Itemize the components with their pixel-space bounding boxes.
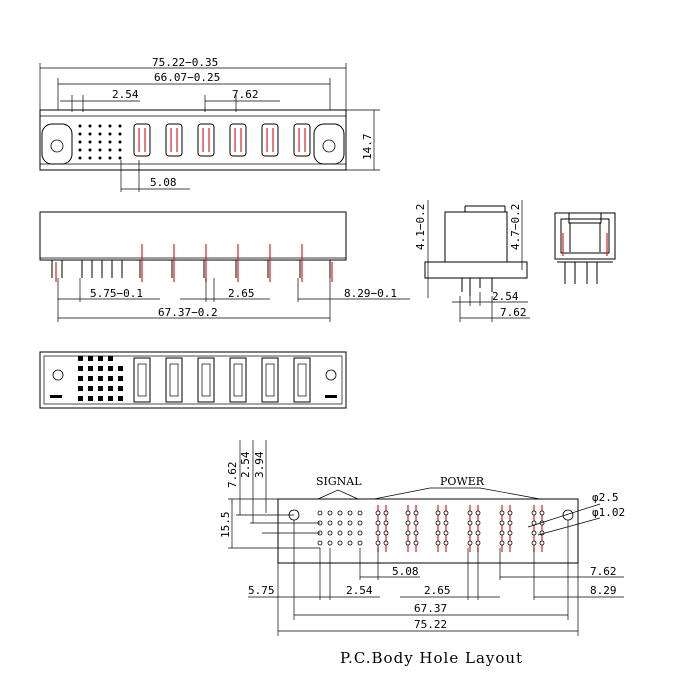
pcb-signal-holes (317, 510, 363, 546)
dim-right-offset: 8.29−0.1 (344, 287, 397, 300)
dim-265: 2.65 (424, 584, 451, 597)
end-view (554, 212, 616, 284)
dim-side-pitch-small: 2.54 (492, 290, 519, 303)
dim-height: 14.7 (361, 134, 374, 161)
dim-total: 67.37−0.2 (158, 306, 218, 319)
top-view: 75.22−0.35 66.07−0.25 2.54 7.62 (39, 56, 380, 192)
dim-left-offset: 5.75−0.1 (90, 287, 143, 300)
dim-offset-508: 5.08 (150, 176, 177, 189)
dim-dia-large: φ2.5 (592, 491, 619, 504)
dim-v-762: 7.62 (226, 462, 239, 489)
front-red-contacts (55, 244, 333, 282)
dim-pin-span: 66.07−0.25 (154, 71, 220, 84)
dim-v-254: 2.54 (239, 451, 252, 478)
top-body-outline (39, 109, 347, 171)
dim-mid-pitch: 2.65 (228, 287, 255, 300)
dim-762: 7.62 (590, 565, 617, 578)
side-view: 4.1−0.2 4.7−0.2 2.54 7.62 (414, 200, 530, 322)
bottom-hole-right (325, 369, 337, 381)
dim-side-height-right: 4.7−0.2 (509, 204, 522, 250)
mount-hole-left (50, 139, 64, 153)
dim-7522: 75.22 (414, 618, 447, 631)
pcb-power-holes (375, 505, 545, 552)
dim-signal-pitch: 2.54 (112, 88, 139, 101)
front-view: 5.75−0.1 2.65 8.29−0.1 67.37−0.2 (39, 211, 410, 322)
front-pins (51, 260, 331, 278)
signal-pin-grid (78, 124, 122, 160)
power-contacts-top (133, 123, 311, 157)
pcb-outline (277, 498, 579, 564)
dim-6737: 67.37 (414, 602, 447, 615)
dim-dia-small: φ1.02 (592, 506, 625, 519)
pcb-hole-layout: SIGNAL POWER 7.62 2.54 3.94 15.5 φ2.5 φ1… (219, 440, 625, 667)
label-signal: SIGNAL (316, 475, 362, 488)
dim-254: 2.54 (346, 584, 373, 597)
dim-power-pitch: 7.62 (232, 88, 259, 101)
dim-575: 5.75 (248, 584, 275, 597)
mount-hole-right (322, 139, 336, 153)
drawing-caption: P.C.Body Hole Layout (340, 649, 523, 667)
bottom-hole-left (52, 369, 64, 381)
bottom-power-slots (133, 357, 311, 403)
bottom-signal-grid (78, 356, 123, 401)
dim-height-155: 15.5 (219, 512, 232, 539)
dim-508: 5.08 (392, 565, 419, 578)
dim-v-394: 3.94 (253, 451, 266, 478)
dim-overall-width: 75.22−0.35 (152, 56, 218, 69)
dim-side-height-left: 4.1−0.2 (414, 204, 427, 250)
bottom-view (39, 351, 347, 409)
dim-side-pitch-large: 7.62 (500, 306, 527, 319)
dim-829: 8.29 (590, 584, 617, 597)
label-power: POWER (440, 475, 485, 488)
